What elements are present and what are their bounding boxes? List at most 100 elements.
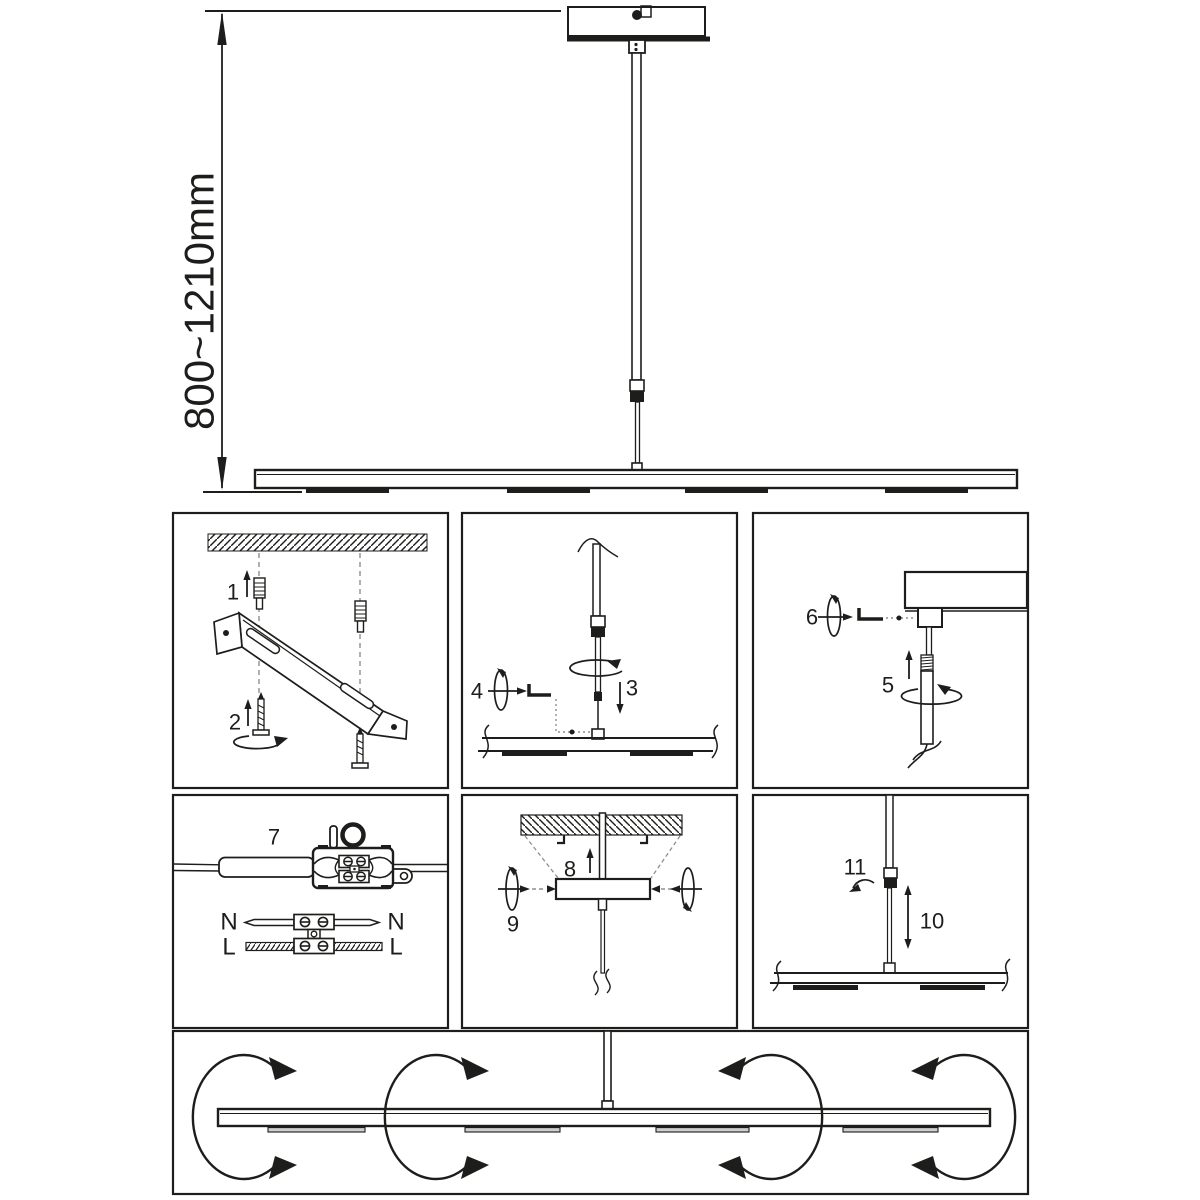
rotate-arrowhead-icon: [911, 1156, 939, 1179]
ceiling-screw-icon: [557, 835, 566, 845]
rotate-arrowhead-icon: [269, 1156, 297, 1179]
screw-icon: [351, 727, 369, 769]
ceiling-screw-icon: [640, 835, 649, 845]
wiring-diagram: N N L L: [220, 909, 404, 961]
allen-key-icon: [857, 608, 883, 621]
led-segment: [655, 1125, 750, 1133]
step-label-8: 8: [564, 857, 576, 882]
neutral-label-right: N: [387, 909, 404, 936]
led-segment: [464, 1125, 561, 1133]
panel-step-7-wiring: 7: [171, 793, 450, 1030]
lamp-bar: [253, 468, 1019, 493]
panel-border: [171, 793, 450, 1030]
canopy: [903, 570, 1029, 610]
break-squiggle: [577, 538, 619, 558]
step-label-5: 5: [882, 673, 894, 698]
break-squiggle: [772, 960, 782, 992]
step-label-4: 4: [471, 679, 483, 704]
bracket-hole: [223, 630, 229, 636]
neutral-label-left: N: [220, 909, 237, 936]
rotation-arrow-cw: [191, 1053, 297, 1181]
panel-border: [460, 793, 739, 1030]
rotate-arrow: [900, 688, 963, 705]
break-squiggle: [711, 724, 719, 759]
step-label-9: 9: [507, 912, 519, 937]
rotation-arrow-ccw: [718, 1053, 824, 1181]
break-squiggle: [593, 970, 599, 996]
threaded-rod-end: [920, 654, 934, 672]
rotate-axis-icon: [818, 594, 853, 637]
rod-coupler: [917, 607, 943, 628]
rotate-arrow: [852, 878, 875, 889]
panel-step-5-6: 5 6: [751, 511, 1030, 790]
down-arrow-icon: [904, 939, 912, 949]
rotation-arrow-cw: [383, 1053, 489, 1181]
bracket-slot: [245, 627, 281, 655]
panel-step-10-11: 11 10: [751, 793, 1030, 1030]
break-squiggle: [912, 740, 942, 761]
led-segment: [630, 751, 693, 756]
break-squiggle: [907, 743, 928, 769]
rotate-arrow: [232, 735, 280, 750]
led-segment: [267, 1125, 366, 1133]
live-wire: [245, 941, 295, 952]
ceiling-canopy: [567, 5, 710, 54]
allen-key-icon: [527, 684, 551, 697]
neutral-wire: [333, 918, 382, 927]
rod-joint: [590, 615, 606, 628]
canopy-screw-slot-icon: [640, 5, 652, 18]
rod-joint: [629, 379, 645, 392]
panel-border: [171, 1029, 1030, 1196]
break-squiggle: [482, 724, 490, 759]
wall-anchor-icon: [354, 600, 367, 633]
rotate-axis-icon: [488, 668, 527, 711]
rod-joint: [883, 867, 898, 879]
panel-rotation: [171, 1029, 1030, 1196]
canopy-screw-icon: [632, 10, 642, 20]
neutral-wire: [242, 918, 295, 927]
led-segment: [502, 751, 567, 756]
step-label-10: 10: [920, 909, 944, 934]
guide-dotted-path: [555, 699, 591, 733]
panel-border: [751, 511, 1030, 790]
live-label-right: L: [389, 934, 402, 961]
led-segment: [306, 488, 389, 493]
dimension-label: 800~1210mm: [176, 172, 223, 430]
panel-step-1-2: 1 2: [171, 511, 450, 790]
panel-step-8-9: 8 9: [460, 793, 739, 1030]
down-arrow-icon: [616, 704, 624, 714]
dimension-arrow-up-icon: [217, 12, 227, 45]
rotate-arrowhead-icon: [718, 1057, 746, 1080]
dimension-arrow-down-icon: [217, 457, 227, 490]
push-arrow-icon: [651, 885, 660, 893]
step-label-1: 1: [227, 580, 239, 605]
rotate-arrowhead-icon: [274, 736, 288, 747]
rotate-arrowhead-icon: [461, 1156, 489, 1179]
push-arrow-icon: [547, 885, 556, 893]
led-segment: [920, 985, 985, 990]
suspension-rod: [629, 52, 645, 472]
lamp-bar: [216, 1107, 992, 1133]
panel-step-3-4: 3 4: [460, 511, 739, 790]
hanging-ring-icon: [340, 822, 366, 848]
lamp-bar-section: [478, 724, 719, 759]
main-drawing: 800~1210mm: [176, 5, 1019, 493]
step-label-6: 6: [806, 605, 818, 630]
rotation-arrow-ccw: [911, 1053, 1017, 1181]
step-label-11: 11: [844, 855, 867, 880]
bracket-hole: [391, 724, 397, 730]
live-label-left: L: [222, 934, 235, 961]
rotate-arrowhead-icon: [911, 1057, 939, 1080]
connector-pin: [329, 825, 338, 849]
up-arrow-icon: [904, 885, 912, 895]
set-screw-icon: [569, 729, 575, 735]
up-arrow-icon: [905, 650, 913, 660]
bracket-slot: [339, 682, 375, 710]
up-arrow-icon: [244, 699, 252, 709]
rotate-arrowhead-icon: [607, 659, 621, 669]
up-arrow-icon: [586, 848, 594, 858]
panel-border: [171, 511, 450, 790]
wall-anchor-icon: [253, 577, 266, 610]
